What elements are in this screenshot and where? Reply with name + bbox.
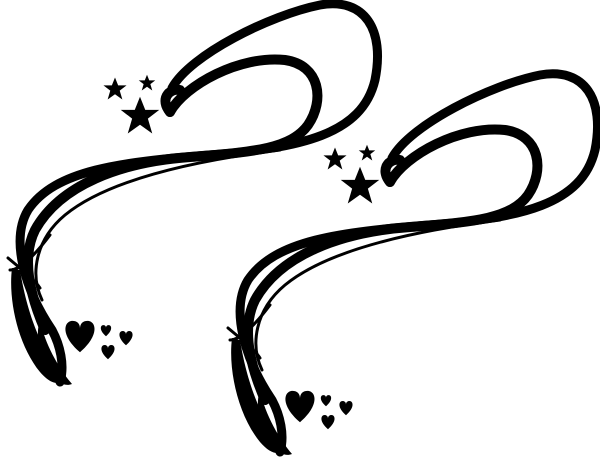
swirl-motif-left <box>8 4 378 385</box>
star-cluster-icon <box>323 144 380 204</box>
heart-cluster-icon <box>285 390 353 430</box>
swirl-ribbon <box>8 4 378 385</box>
swirl-motif-right <box>228 74 598 455</box>
heart-cluster-icon <box>65 320 133 360</box>
swirl-ribbon <box>228 74 598 455</box>
star-cluster-icon <box>103 74 160 134</box>
